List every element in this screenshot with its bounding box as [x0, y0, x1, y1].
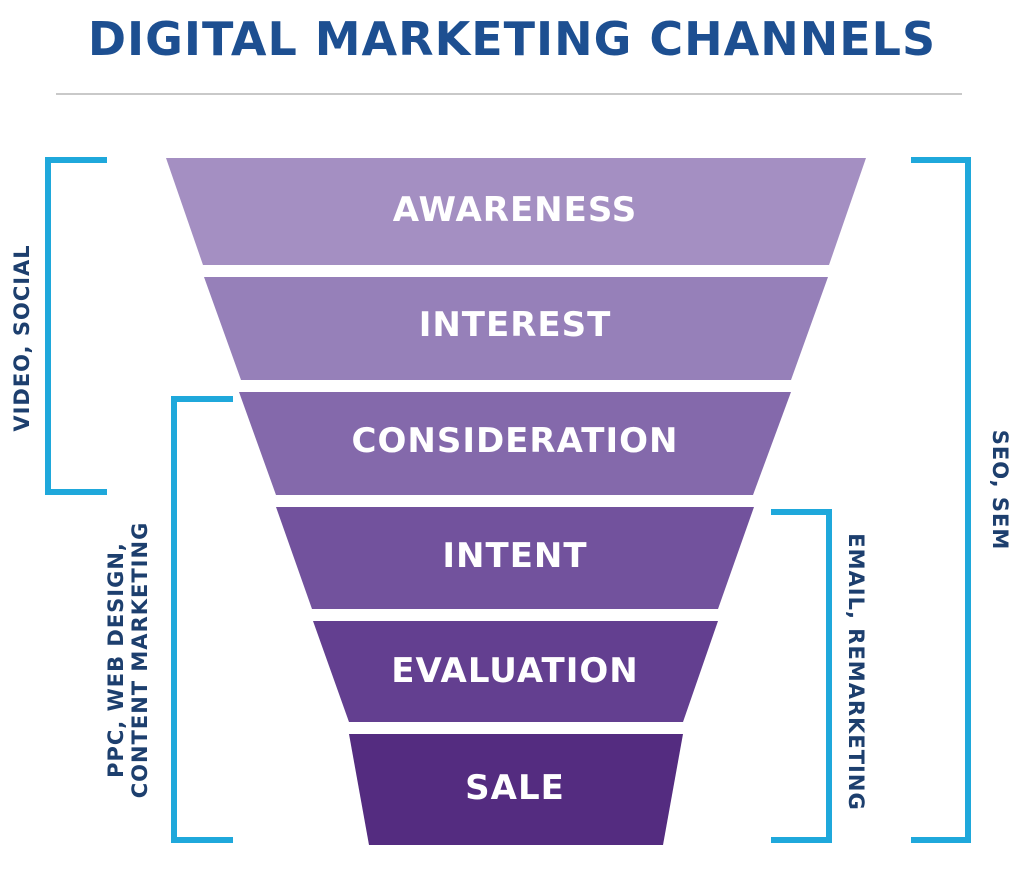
stage-awareness — [166, 158, 866, 265]
stage-evaluation — [313, 621, 718, 722]
stage-evaluation-label: EVALUATION — [391, 651, 638, 691]
page-title: DIGITAL MARKETING CHANNELS — [87, 12, 937, 66]
label-ppc-line2: CONTENT MARKETING — [128, 521, 152, 799]
bracket-seo-sem — [911, 157, 971, 843]
stage-intent — [276, 507, 754, 609]
label-video-social-text: VIDEO, SOCIAL — [10, 244, 34, 432]
bracket-email-remarketing — [771, 509, 832, 843]
stage-awareness-label: AWARENESS — [393, 190, 638, 230]
label-ppc-line1: PPC, WEB DESIGN, — [104, 542, 128, 778]
stage-sale-label: SALE — [465, 768, 565, 808]
label-seo-sem: SEO, SEM — [988, 430, 1012, 551]
stage-interest-label: INTEREST — [419, 305, 612, 345]
label-video-social: VIDEO, SOCIAL — [10, 244, 34, 431]
label-seo-sem-text: SEO, SEM — [988, 429, 1012, 551]
label-email-remarketing: EMAIL, REMARKETING — [844, 533, 868, 810]
stage-sale — [349, 734, 683, 845]
bracket-video-social — [45, 157, 107, 495]
label-ppc-web-content: PPC, WEB DESIGN, CONTENT MARKETING — [104, 522, 152, 799]
title-divider — [56, 93, 962, 95]
label-email-remarketing-text: EMAIL, REMARKETING — [844, 533, 868, 811]
stage-interest — [204, 277, 828, 380]
stage-consideration — [239, 392, 791, 495]
stage-consideration-label: CONSIDERATION — [352, 421, 679, 461]
stage-intent-label: INTENT — [442, 536, 587, 576]
bracket-ppc — [171, 396, 233, 843]
